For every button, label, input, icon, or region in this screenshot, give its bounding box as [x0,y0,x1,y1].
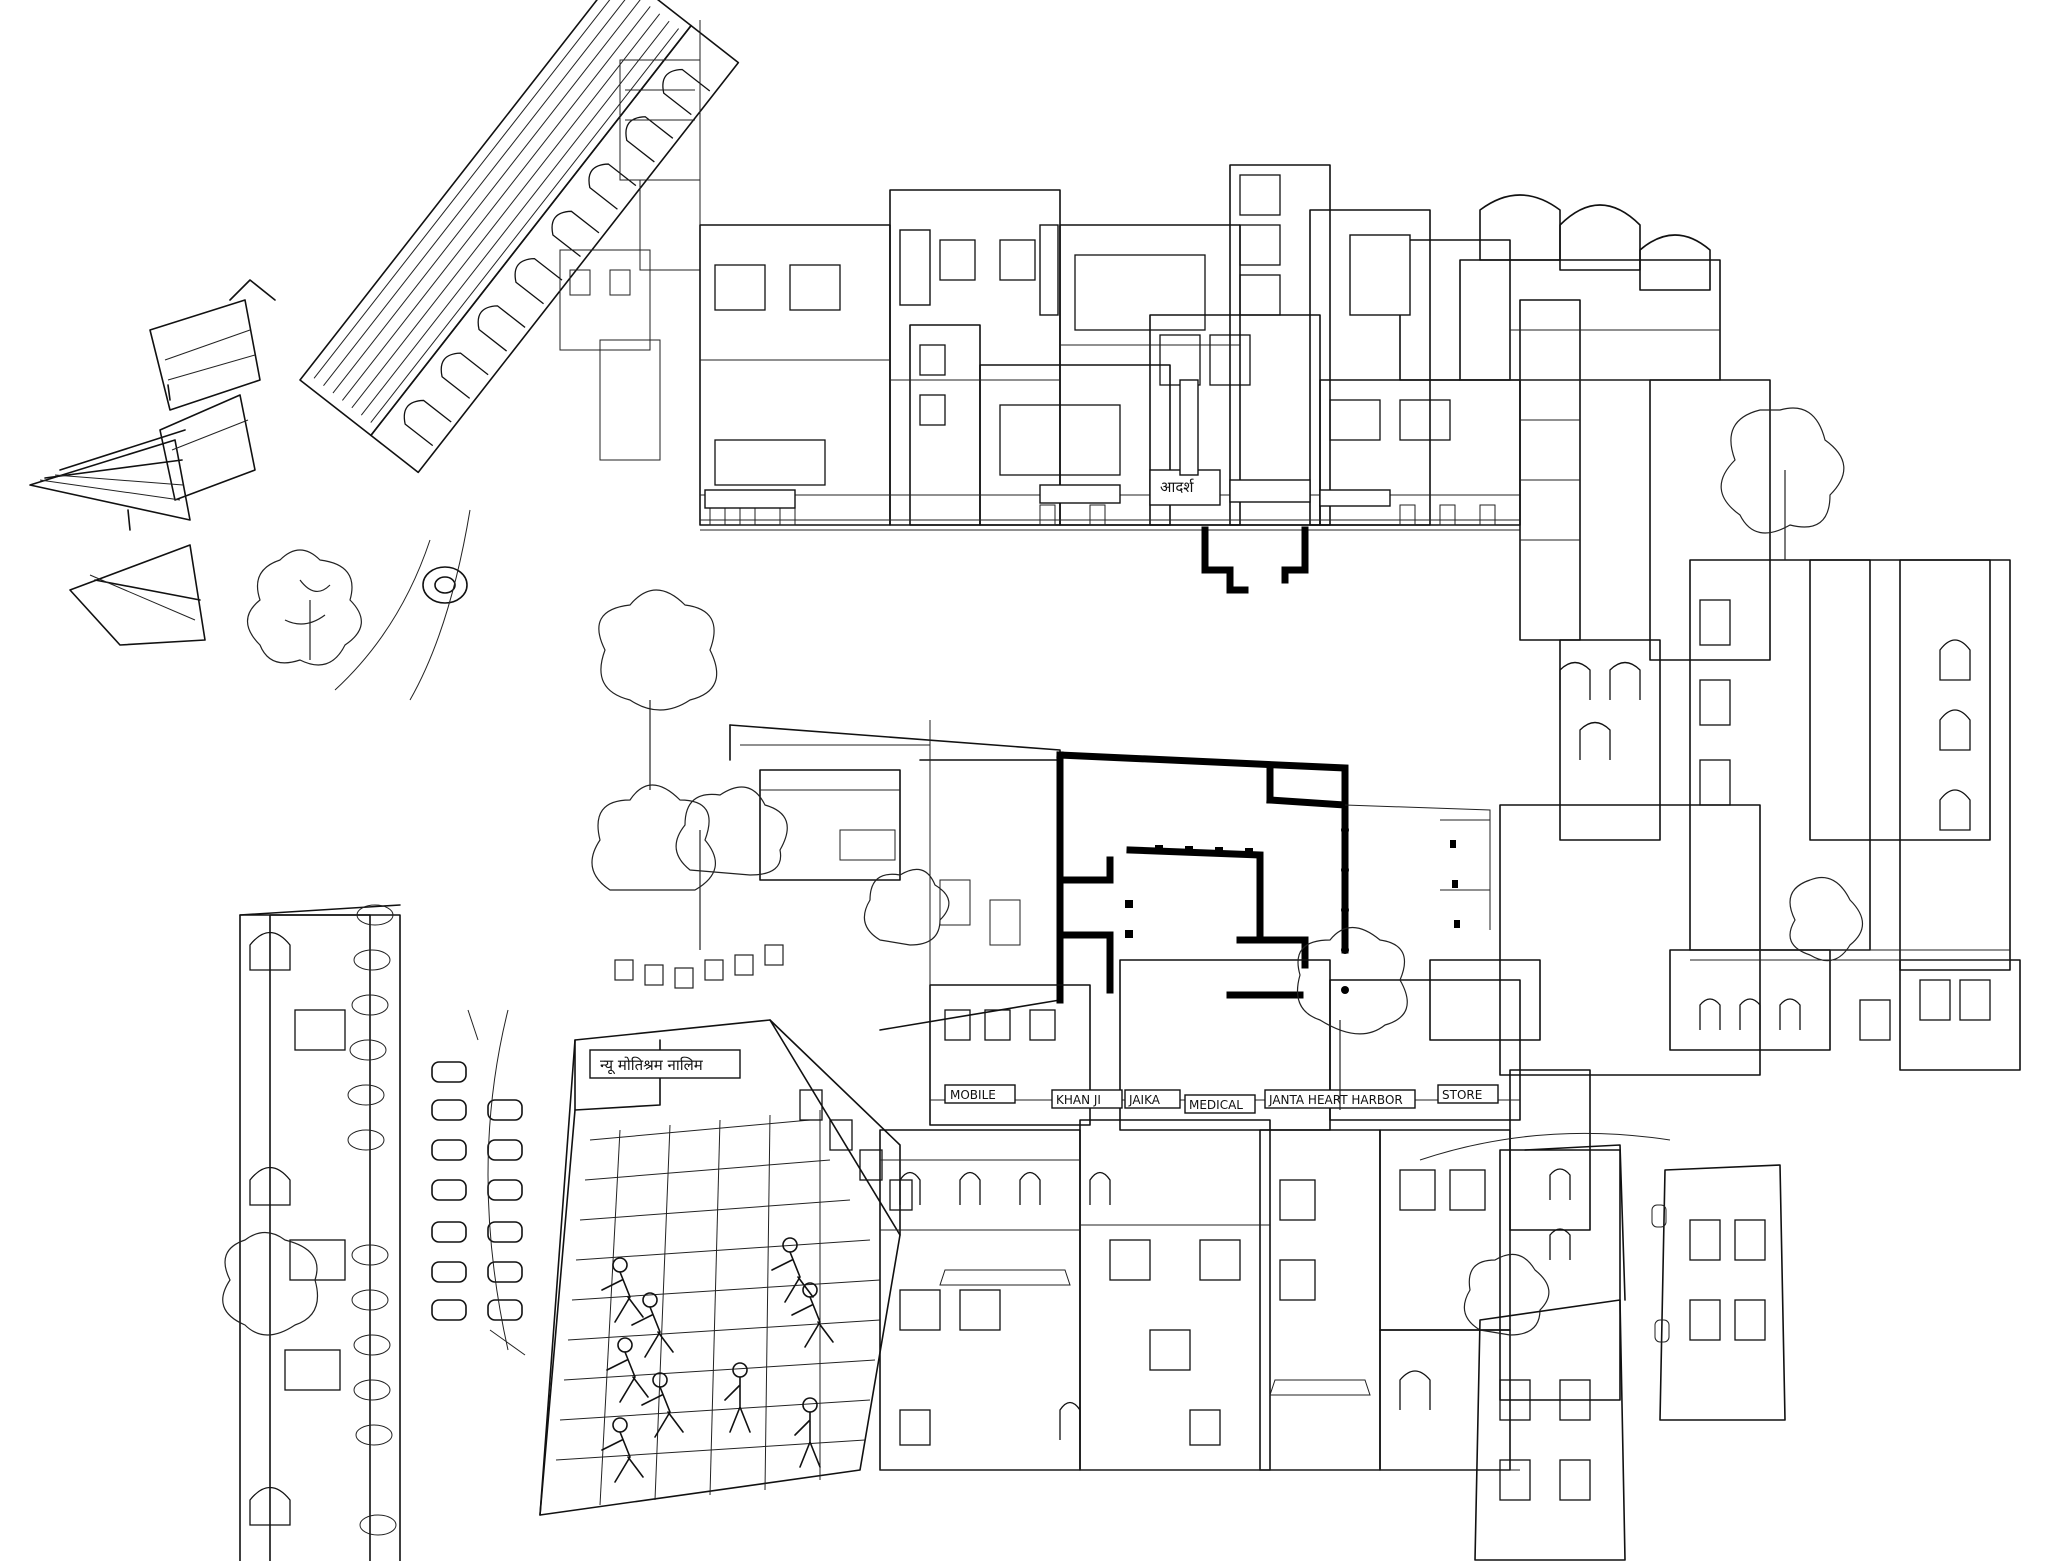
shop-sign-medical: MEDICAL [1189,1098,1243,1112]
right-side-buildings [1459,194,2021,1231]
shop-sign-khan-ji: KHAN JI [1056,1093,1101,1107]
potted-plants [591,589,950,989]
shop-sign-jaika: JAIKA [1128,1093,1161,1107]
school-sign: न्यू मोतिश्रम नालिम [600,1056,704,1075]
shop-sign-store: STORE [1442,1088,1482,1102]
garden-courtyard [591,589,1061,1031]
top-street-elevation: आदर्श [699,164,1521,594]
parked-cars [431,1061,523,1321]
students [601,1237,834,1483]
left-arcade-and-parking [222,904,526,1561]
shop-sign-janta: JANTA HEART HARBOR [1268,1093,1403,1107]
lower-street-block: MOBILE KHAN JI JAIKA MEDICAL JANTA HEART… [879,927,1621,1471]
lower-right-buildings [1419,1132,1786,1561]
scooter-row [347,904,397,1536]
shop-sign-mobile: MOBILE [950,1088,996,1102]
shop-sign-adarsh: आदर्श [1160,478,1194,496]
school-courtyard: न्यू मोतिश्रम नालिम [539,1019,913,1516]
floor-plan [1056,751,1491,1004]
temple-complex [29,0,740,701]
